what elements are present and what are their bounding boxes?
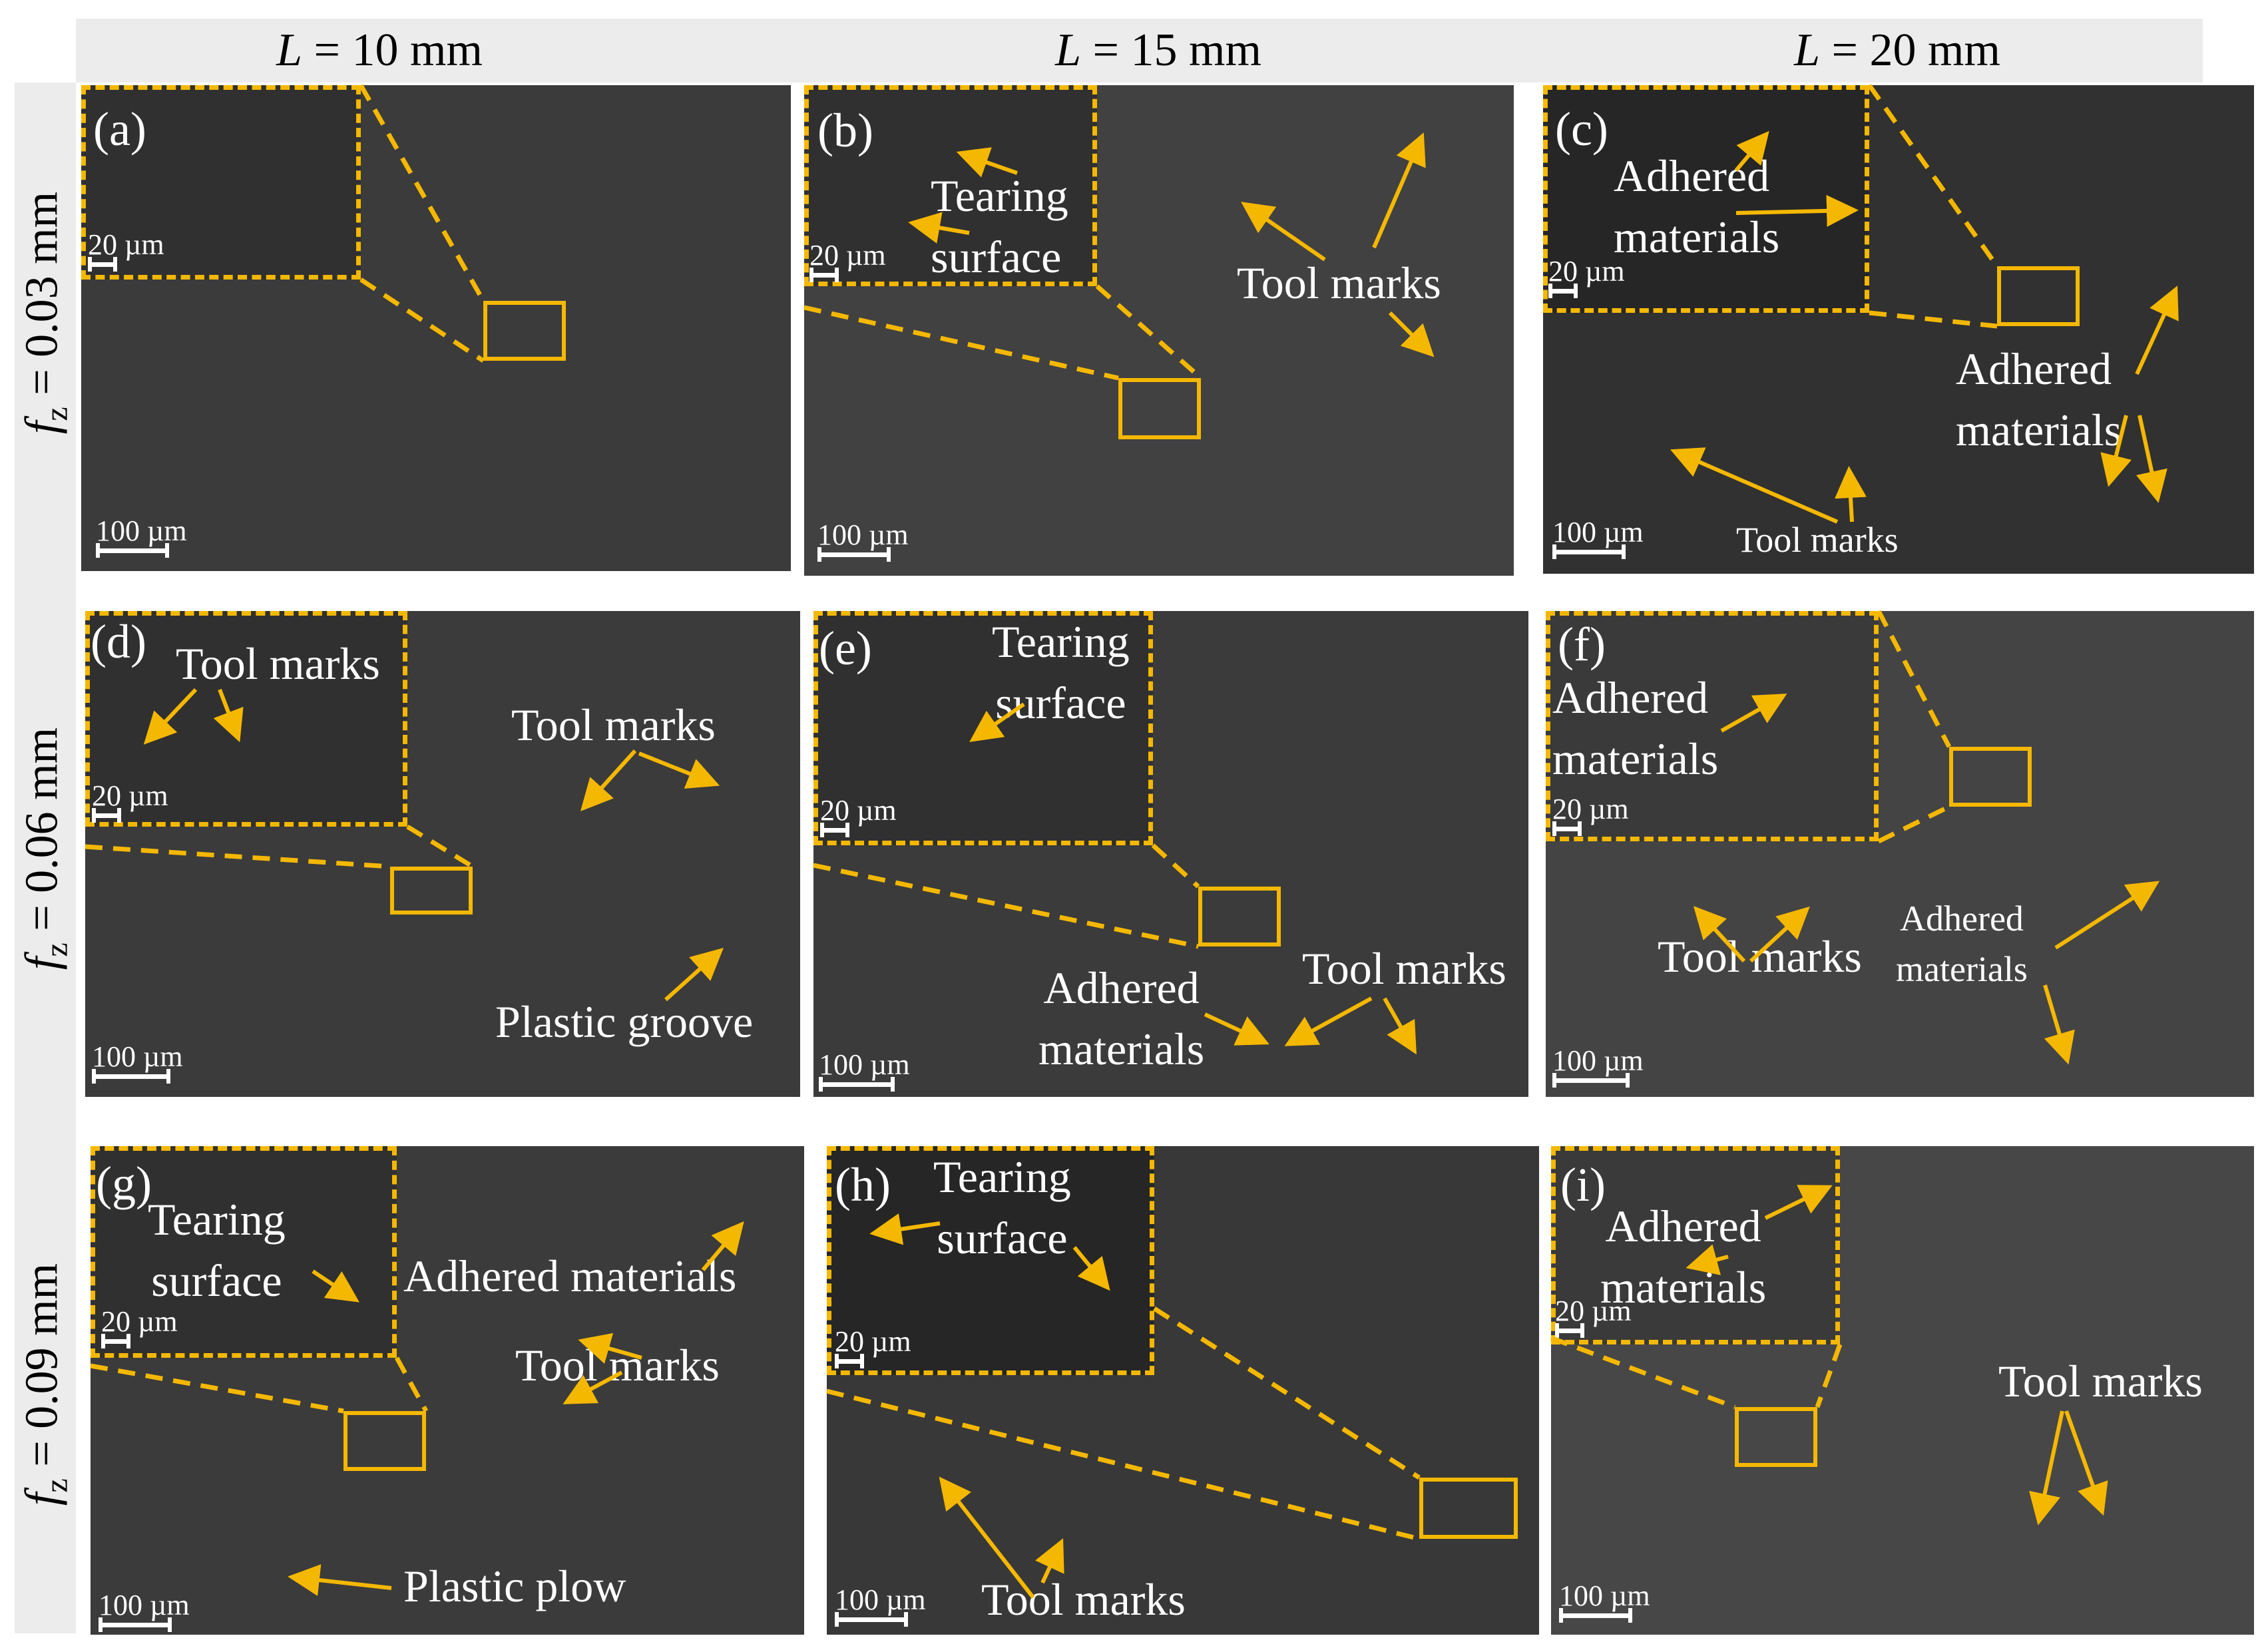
annotation-adhered-materials-f-inset: Adhered materials <box>1552 672 1719 784</box>
inset-scale-bar-d: 20 µm <box>92 781 168 823</box>
column-header-band <box>76 19 2203 83</box>
inset-scale-bar-f: 20 µm <box>1552 795 1629 836</box>
annotation-tool-marks-d-inset: Tool marks <box>176 638 380 689</box>
annotation-tool-marks-h: Tool marks <box>981 1574 1186 1625</box>
inset-scale-bar-h: 20 µm <box>835 1327 911 1368</box>
panel-tag-c: (c) <box>1555 103 1608 156</box>
inset-zoom-g <box>91 1146 397 1358</box>
main-scale-bar-d: 100 µm <box>92 1042 183 1084</box>
annotation-tearing-surface-h: Tearing surface <box>933 1151 1071 1263</box>
sem-panel-f: (f) Adhered materials Tool marks Adhered… <box>1546 611 2254 1097</box>
annotation-tool-marks-g: Tool marks <box>515 1340 720 1390</box>
sem-panel-b: (b) Tearing surface Tool marks 20 µm 100… <box>804 85 1514 576</box>
main-scale-bar-i: 100 µm <box>1559 1581 1650 1623</box>
annotation-tool-marks-e: Tool marks <box>1302 943 1506 994</box>
panel-tag-i: (i) <box>1560 1158 1606 1211</box>
row-header-band <box>15 83 76 1633</box>
sem-panel-e: (e) Tearing surface Adhered materials To… <box>813 611 1528 1097</box>
sem-panel-d: (d) Tool marks Tool marks Plastic groove… <box>85 611 800 1097</box>
inset-scale-bar-c: 20 µm <box>1548 257 1625 298</box>
inset-scale-bar-i: 20 µm <box>1555 1297 1632 1338</box>
inset-scale-bar-a: 20 µm <box>88 230 164 272</box>
row-label-fz009: fz = 0.09 mm <box>16 1263 75 1506</box>
main-scale-bar-b: 100 µm <box>817 520 909 562</box>
annotation-tool-marks-c: Tool marks <box>1736 520 1899 560</box>
panel-tag-g: (g) <box>96 1157 152 1210</box>
inset-scale-bar-e: 20 µm <box>820 796 897 837</box>
zoom-region-box-i <box>1735 1407 1817 1467</box>
zoom-region-box-c <box>1997 266 2080 326</box>
annotation-plastic-plow-g: Plastic plow <box>403 1561 626 1611</box>
zoom-region-box-h <box>1419 1478 1518 1539</box>
annotation-adhered-materials-g: Adhered materials <box>403 1251 737 1301</box>
annotation-adhered-materials-i: Adhered materials <box>1600 1201 1767 1313</box>
zoom-region-box-g <box>343 1411 426 1471</box>
column-label-l10: L = 10 mm <box>276 25 483 76</box>
inset-zoom-d <box>85 611 407 827</box>
inset-zoom-f <box>1546 611 1879 841</box>
annotation-tearing-surface-g: Tearing surface <box>148 1194 286 1306</box>
row-label-fz003: fz = 0.03 mm <box>16 191 75 435</box>
annotation-tool-marks-b: Tool marks <box>1237 258 1441 308</box>
inset-zoom-a <box>81 85 361 280</box>
zoom-region-box-b <box>1118 378 1201 439</box>
zoom-region-box-d <box>390 867 473 915</box>
annotation-tool-marks-f: Tool marks <box>1658 931 1862 982</box>
sem-panel-i: (i) Adhered materials Tool marks 20 µm 1… <box>1551 1146 2254 1635</box>
annotation-tool-marks-d: Tool marks <box>511 700 716 750</box>
zoom-region-box-a <box>483 301 566 361</box>
panel-tag-e: (e) <box>819 622 872 675</box>
main-scale-bar-a: 100 µm <box>96 516 187 558</box>
inset-scale-bar-b: 20 µm <box>809 241 886 282</box>
annotation-adhered-materials-c-inset: Adhered materials <box>1614 150 1780 262</box>
annotation-tearing-surface-e: Tearing surface <box>992 616 1130 728</box>
annotation-adhered-materials-e: Adhered materials <box>1038 962 1205 1074</box>
panel-tag-f: (f) <box>1558 618 1606 671</box>
main-scale-bar-e: 100 µm <box>819 1050 910 1092</box>
annotation-tearing-surface-b: Tearing surface <box>931 170 1068 282</box>
panel-tag-b: (b) <box>817 104 873 157</box>
sem-panel-a: (a) 20 µm 100 µm <box>81 85 791 571</box>
row-label-fz006: fz = 0.06 mm <box>16 727 75 970</box>
panel-tag-a: (a) <box>93 103 146 156</box>
sem-panel-h: (h) Tearing surface Tool marks 20 µm 100… <box>827 1146 1539 1635</box>
column-label-l15: L = 15 mm <box>1055 25 1261 76</box>
sem-panel-g: (g) Tearing surface Adhered materials To… <box>91 1146 804 1635</box>
main-scale-bar-g: 100 µm <box>99 1591 190 1632</box>
zoom-region-box-f <box>1949 747 2032 807</box>
panel-tag-h: (h) <box>835 1158 891 1211</box>
annotation-adhered-materials-f: Adhered materials <box>1896 899 2028 989</box>
inset-scale-bar-g: 20 µm <box>101 1307 178 1348</box>
inset-zoom-c <box>1543 85 1869 313</box>
main-scale-bar-f: 100 µm <box>1552 1046 1644 1088</box>
column-label-l20: L = 20 mm <box>1794 25 2000 76</box>
inset-zoom-b <box>804 85 1097 286</box>
annotation-tool-marks-i: Tool marks <box>1998 1356 2203 1406</box>
annotation-adhered-materials-c: Adhered materials <box>1956 343 2122 455</box>
sem-panel-c: (c) Adhered materials Adhered materials … <box>1543 85 2254 574</box>
annotation-plastic-groove-d: Plastic groove <box>495 996 754 1047</box>
main-scale-bar-h: 100 µm <box>835 1585 926 1627</box>
panel-tag-d: (d) <box>91 615 146 668</box>
zoom-region-box-e <box>1198 887 1281 946</box>
main-scale-bar-c: 100 µm <box>1552 518 1644 559</box>
